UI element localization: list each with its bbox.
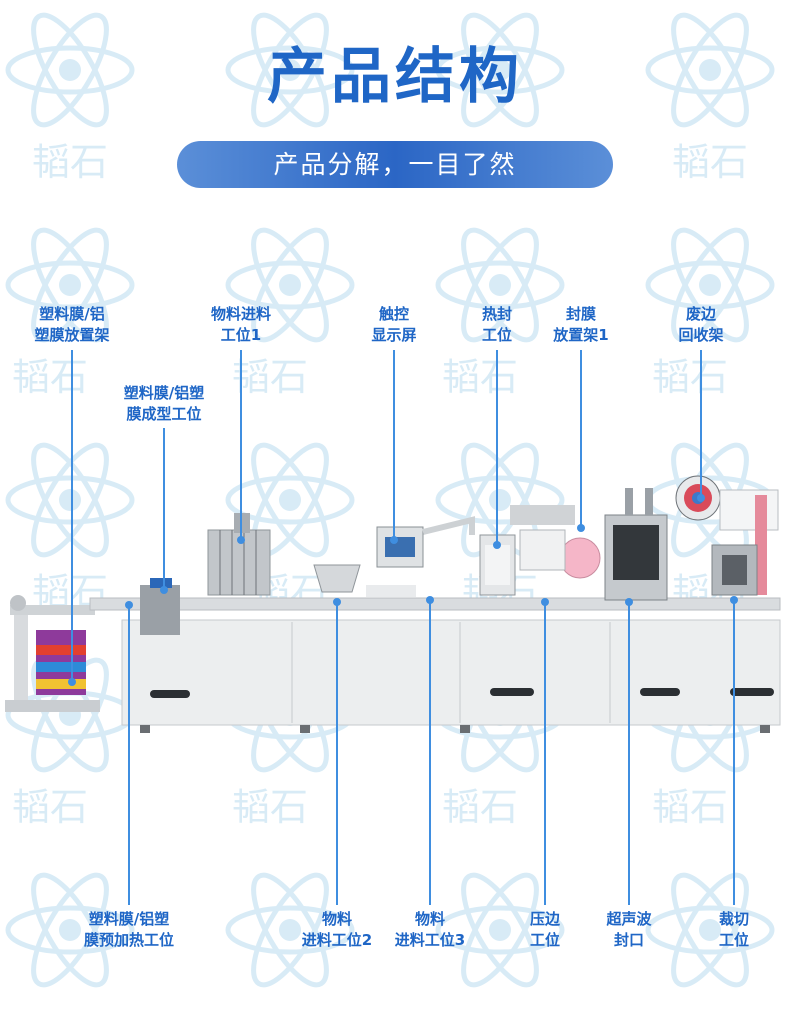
label-waste-rewind-rack: 废边 回收架 — [678, 305, 724, 344]
leader-dot — [390, 536, 398, 544]
watermark-text: 韬石 — [442, 785, 518, 829]
label-preheating-station: 塑料膜/铝塑 膜预加热工位 — [83, 910, 175, 949]
atom-logo-icon — [225, 872, 355, 988]
leader-lines — [68, 350, 738, 905]
leader-dot — [697, 494, 705, 502]
film-unwind-rack — [5, 595, 100, 712]
label-touch-screen: 触控 显示屏 — [371, 305, 417, 344]
label-feeding-station-2: 物料 进料工位2 — [301, 910, 373, 949]
machine-cabinet — [121, 619, 781, 733]
watermark-text: 韬石 — [232, 355, 308, 399]
leader-dot — [577, 524, 585, 532]
label-film-unwind-rack: 塑料膜/铝 塑膜放置架 — [34, 305, 110, 344]
atom-logo-icon — [225, 227, 355, 343]
atom-logo-icon — [5, 442, 135, 558]
atom-logo-icon — [5, 227, 135, 343]
atom-logo-icon — [435, 12, 565, 128]
label-edge-pressing-station: 压边 工位 — [529, 910, 561, 949]
atom-logo-icon — [645, 227, 775, 343]
forming-station — [140, 578, 180, 635]
atom-logo-icon — [645, 872, 775, 988]
label-feeding-station-1: 物料进料 工位1 — [210, 305, 272, 344]
subtitle-banner: 产品分解，一目了然 — [177, 141, 613, 188]
machine-illustration — [5, 475, 781, 733]
label-sealing-film-rack: 封膜 放置架1 — [553, 305, 609, 344]
label-heat-sealing-station: 热封 工位 — [481, 305, 513, 344]
atom-logo-icon — [435, 872, 565, 988]
ultrasonic-sealing-station — [604, 488, 668, 601]
watermark-text: 韬石 — [442, 355, 518, 399]
watermark-text: 韬石 — [652, 355, 728, 399]
leader-dot — [625, 598, 633, 606]
touch-screen — [366, 516, 475, 597]
leader-dot — [160, 586, 168, 594]
leader-dot — [333, 598, 341, 606]
atom-logo-icon — [5, 12, 135, 128]
sealing-film-rack — [510, 505, 601, 579]
leader-dot — [730, 596, 738, 604]
leader-dot — [426, 596, 434, 604]
atom-logo-icon — [435, 227, 565, 343]
label-feeding-station-3: 物料 进料工位3 — [394, 910, 466, 949]
label-cutting-station: 裁切 工位 — [718, 910, 750, 949]
watermark-text: 韬石 — [12, 355, 88, 399]
watermark-text: 韬石 — [672, 140, 748, 184]
leader-dot — [541, 598, 549, 606]
page-title: 产品结构 — [267, 42, 523, 112]
atom-logo-icon — [645, 12, 775, 128]
atom-logo-icon — [435, 442, 565, 558]
leader-dot — [493, 541, 501, 549]
atom-logo-icon — [5, 872, 135, 988]
feed-hopper — [313, 564, 361, 593]
watermark-text: 韬石 — [232, 785, 308, 829]
leader-dot — [125, 601, 133, 609]
label-ultrasonic-sealing: 超声波 封口 — [606, 910, 652, 949]
watermark-text: 韬石 — [12, 785, 88, 829]
cutting-station — [711, 544, 758, 596]
watermark-text: 韬石 — [652, 785, 728, 829]
atom-logo-icon — [225, 12, 355, 128]
feeding-station-1 — [207, 513, 271, 596]
leader-dot — [237, 536, 245, 544]
leader-dot — [68, 678, 76, 686]
watermark-text: 韬石 — [32, 140, 108, 184]
label-forming-station: 塑料膜/铝塑 膜成型工位 — [123, 384, 205, 423]
